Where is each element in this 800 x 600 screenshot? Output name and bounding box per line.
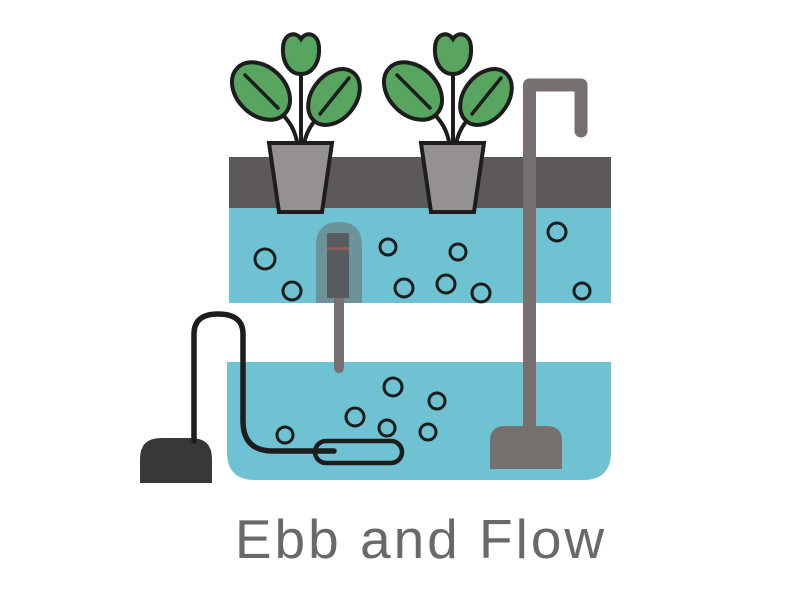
leaf-midrib-icon [243,73,280,110]
air-bubbles-lower [275,376,447,445]
upper-water-icon [229,208,611,303]
overflow-pipe-base-icon [490,426,562,469]
diagram-title: Ebb and Flow [234,508,608,570]
air-bubble-icon [418,422,438,442]
air-bubble-icon [546,221,568,243]
leaf-midrib-icon [318,76,351,116]
air-tube-icon [191,311,337,454]
air-bubble-icon [470,282,492,304]
overflow-pipe-icon [490,78,588,469]
air-stone-icon [312,438,405,466]
fitting-drain-stem-icon [334,298,344,373]
air-bubble-icon [435,273,457,295]
air-bubble-icon [393,277,415,299]
leaf-icon [280,32,322,77]
air-bubble-icon [448,242,468,262]
air-bubble-icon [344,406,366,428]
fill-drain-fitting-icon [316,222,362,373]
air-bubble-icon [281,280,303,302]
air-bubble-icon [253,247,277,271]
air-bubble-icon [377,418,397,438]
fitting-level-mark-icon [327,247,349,250]
air-bubbles-upper [253,221,592,304]
fitting-core-icon [327,233,349,298]
plant-pot-icon [266,141,335,214]
overflow-pipe-tube-icon [523,78,588,439]
air-pump-icon [140,438,212,483]
potted-plant-icon [229,32,362,214]
air-bubble-icon [378,237,398,257]
air-bubble-icon [382,376,404,398]
air-bubble-icon [275,425,295,445]
air-bubble-icon [427,391,447,411]
air-bubble-icon [572,281,592,301]
